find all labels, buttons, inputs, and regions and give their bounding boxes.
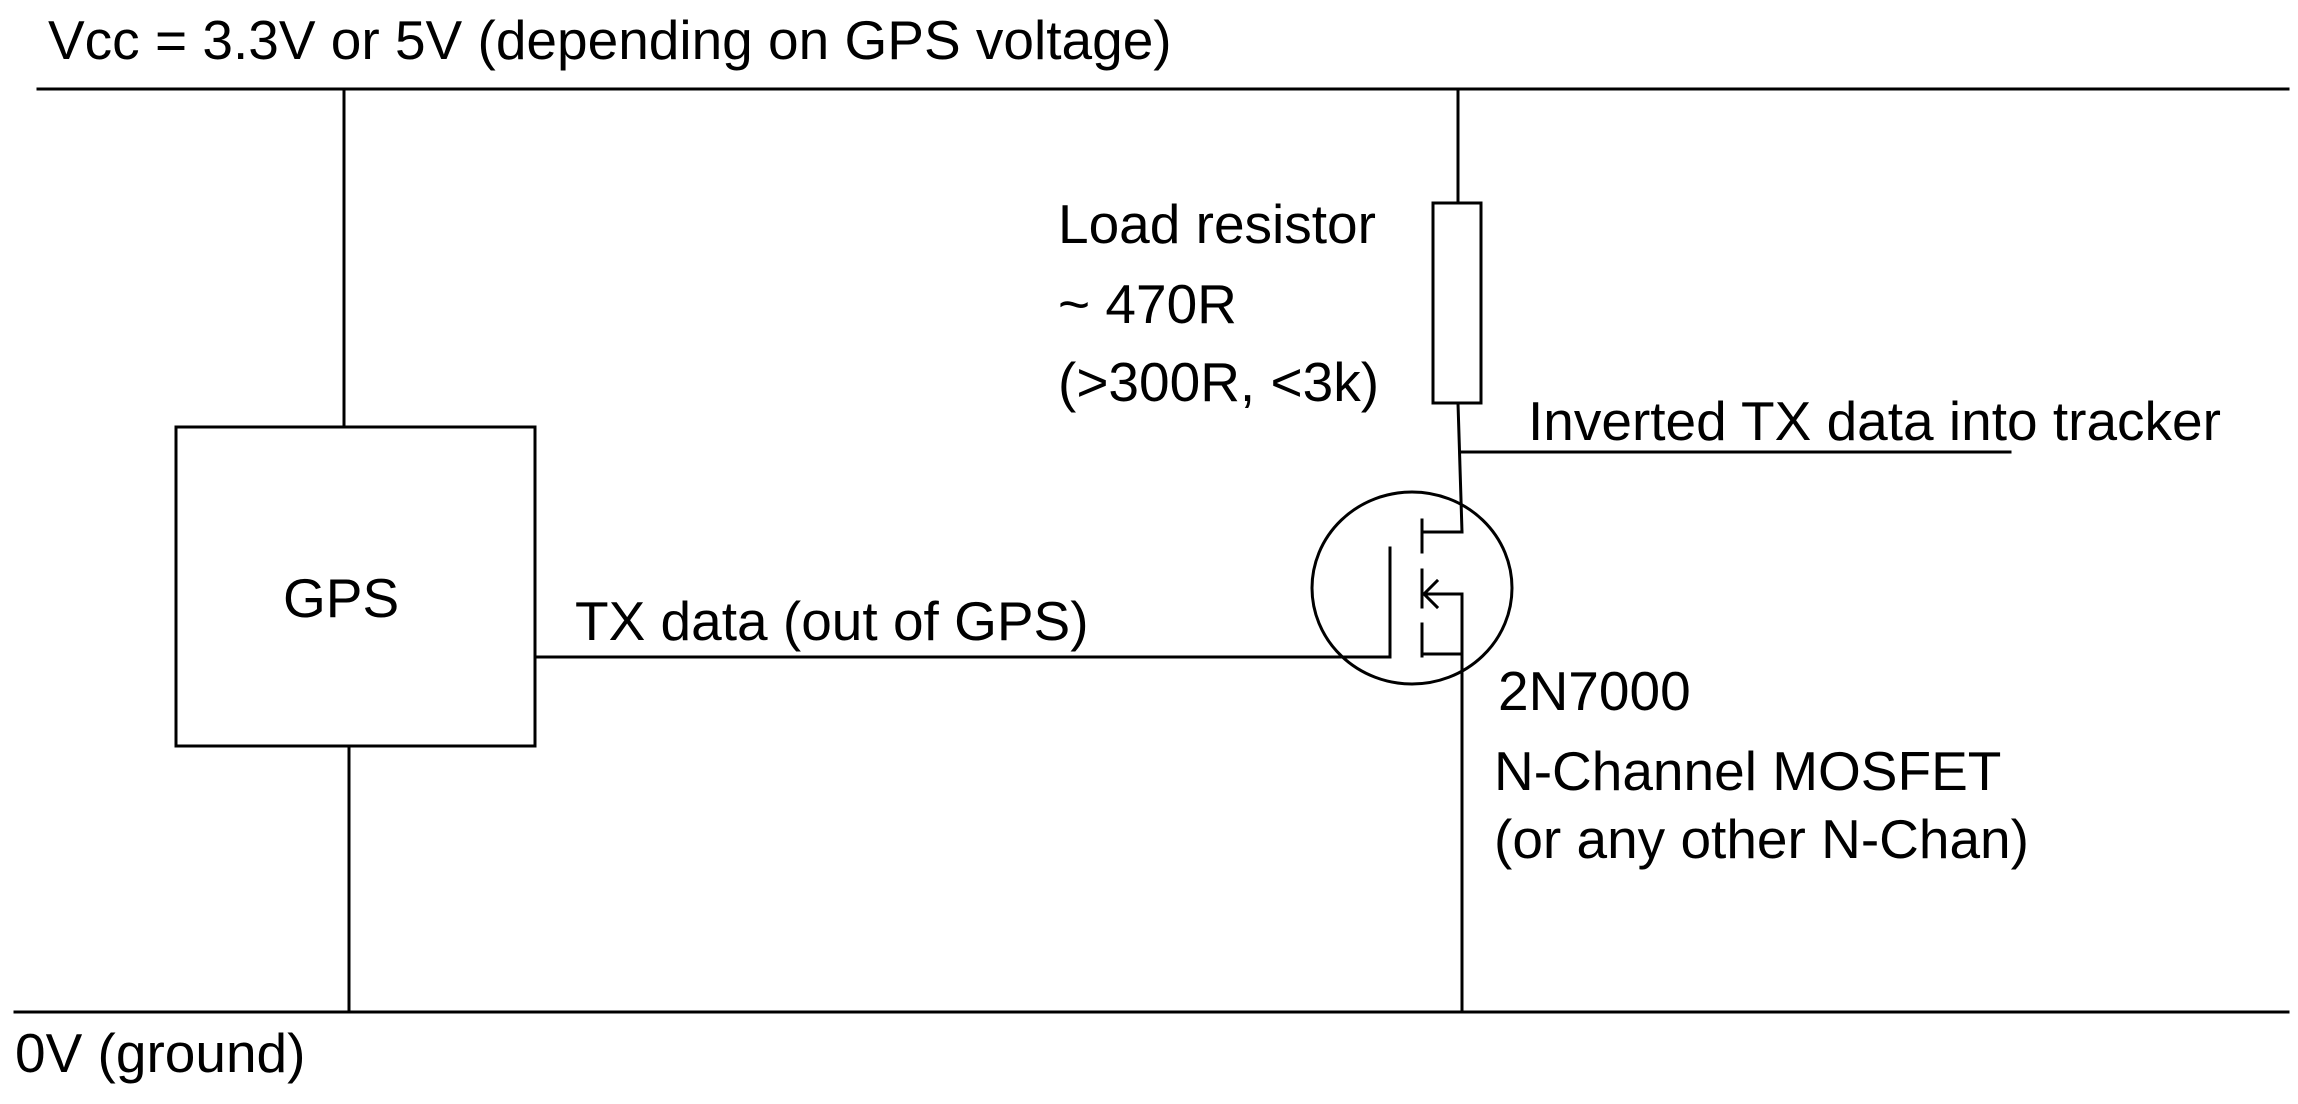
mosfet-arrow [1421, 578, 1440, 610]
mosfet-type-label: N-Channel MOSFET [1494, 740, 2002, 802]
tx-out-label: Inverted TX data into tracker [1528, 390, 2221, 452]
resistor-range-label: (>300R, <3k) [1058, 351, 1380, 413]
resistor-name-label: Load resistor [1058, 193, 1376, 255]
mosfet-symbol [1310, 490, 1514, 686]
load-resistor [1431, 201, 1483, 405]
mosfet-part-label: 2N7000 [1498, 660, 1691, 722]
vcc-label: Vcc = 3.3V or 5V (depending on GPS volta… [48, 9, 1172, 71]
mosfet-alt-label: (or any other N-Chan) [1494, 808, 2029, 870]
resistor-drain-wire [1456, 401, 1464, 534]
resistor-value-label: ~ 470R [1058, 273, 1237, 335]
mosfet-circle [1310, 490, 1514, 686]
tx-data-label: TX data (out of GPS) [575, 590, 1089, 652]
gps-module-box [174, 425, 537, 748]
ground-label: 0V (ground) [15, 1022, 306, 1084]
gps-label: GPS [283, 567, 400, 629]
